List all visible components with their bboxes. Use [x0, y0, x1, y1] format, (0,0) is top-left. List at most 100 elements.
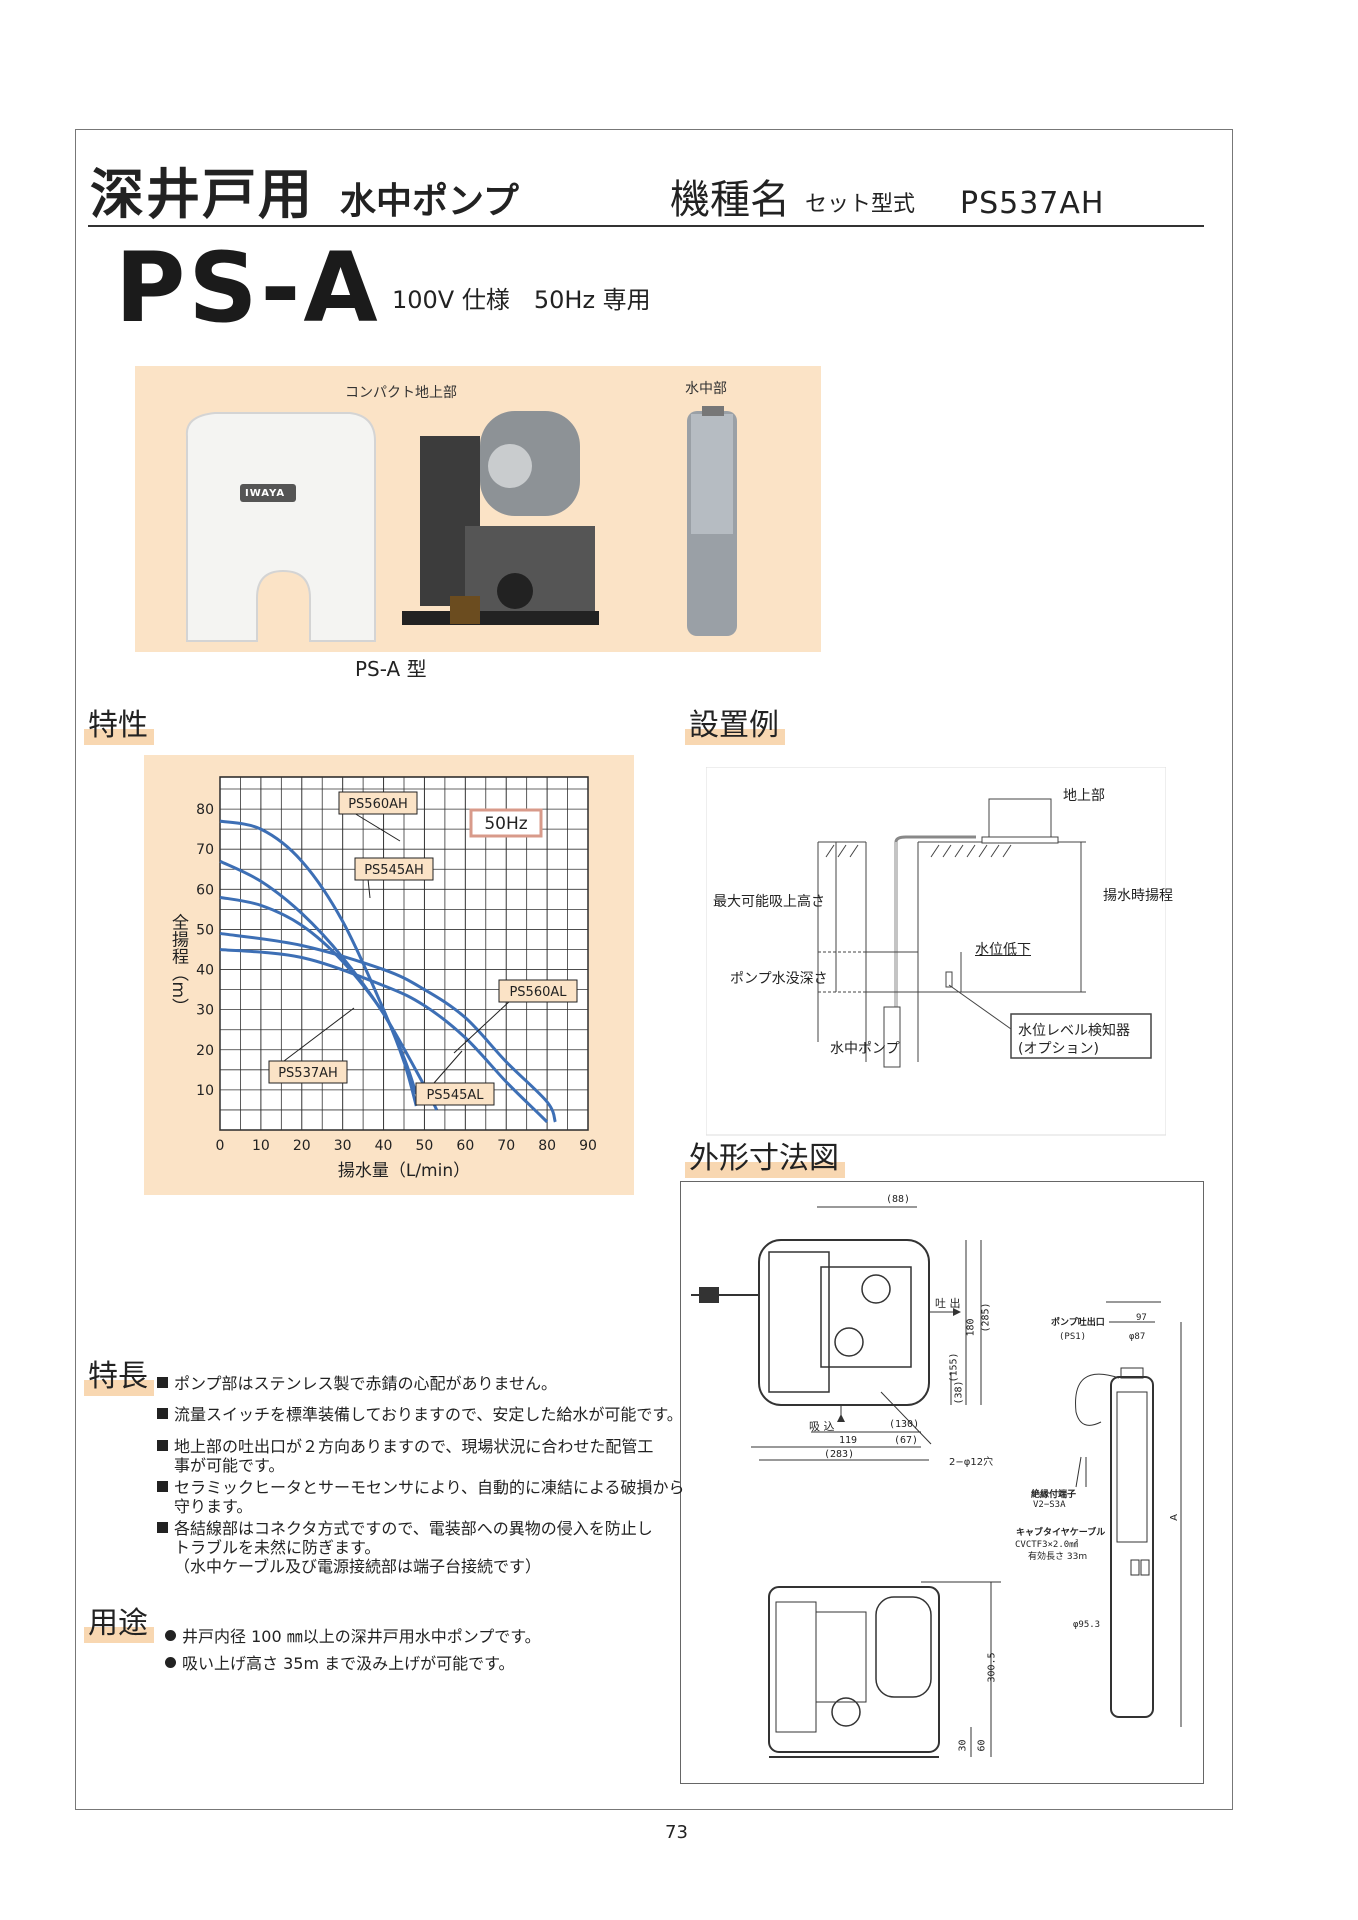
dim-discharge: 吐 出: [935, 1297, 961, 1310]
dim-cable: キャブタイヤケーブル: [1016, 1528, 1106, 1538]
x-tick-label: 40: [375, 1138, 393, 1154]
heading-characteristics: 特性: [84, 707, 154, 745]
dim-phi87: φ87: [1129, 1332, 1146, 1342]
dim-cable-length: 有効長さ 33m: [1028, 1552, 1088, 1562]
y-axis-label: 全揚程（m）: [168, 913, 189, 1015]
dim-67: (67): [894, 1435, 919, 1446]
heading-usage: 用途: [84, 1605, 154, 1643]
title-sub: 水中ポンプ: [340, 181, 519, 222]
series-name: PS-A: [115, 232, 381, 344]
x-tick-label: 0: [216, 1138, 225, 1154]
dim-suction: 吸 込: [809, 1420, 835, 1433]
x-tick-label: 60: [456, 1138, 474, 1154]
series-label: PS545AH: [364, 863, 424, 878]
model-code: PS537AH: [960, 186, 1105, 221]
label-pump-head: 揚水時揚程: [1103, 888, 1173, 904]
label-above-ground: コンパクト地上部: [345, 385, 457, 401]
dim-holes: 2−φ12穴: [949, 1457, 994, 1468]
model-label: 機種名: [670, 177, 790, 223]
x-axis-label: 揚水量（L/min）: [338, 1161, 470, 1181]
y-tick-label: 80: [196, 802, 214, 818]
series-label-box: [354, 857, 434, 881]
label-water-drop: 水位低下: [975, 942, 1031, 958]
feature-item: 各結線部はコネクタ方式ですので、電装部への異物の侵入を防止し: [157, 1519, 653, 1538]
chart-curves: [219, 819, 557, 1124]
series-label-box: [268, 1060, 348, 1084]
dim-terminal-code: V2−S3A: [1033, 1500, 1066, 1510]
x-tick-label: 80: [538, 1138, 556, 1154]
dim-180: 180: [965, 1318, 977, 1337]
series-label-leader: [283, 1007, 355, 1062]
page-number: 73: [665, 1822, 688, 1843]
dim-97: 97: [1136, 1313, 1147, 1323]
series-label-box: [415, 1082, 495, 1106]
installation-diagram: [706, 767, 1166, 1136]
label-submersible: 水中部: [685, 381, 727, 397]
usage-item: 吸い上げ高さ 35m まで汲み上げが可能です。: [165, 1654, 515, 1673]
dim-phi95-3: φ95.3: [1073, 1620, 1101, 1630]
series-label-leader: [353, 812, 401, 842]
feature-item: 地上部の吐出口が２方向ありますので、現場状況に合わせた配管工: [157, 1437, 653, 1456]
series-label: PS545AL: [426, 1088, 484, 1103]
dim-cable-spec: CVCTF3×2.0㎟: [1015, 1540, 1079, 1550]
dim-285: (285): [980, 1302, 992, 1333]
frequency-label: 50Hz: [484, 814, 527, 834]
y-tick-label: 20: [196, 1043, 214, 1059]
series-label-leader: [367, 878, 371, 899]
feature-item: ポンプ部はステンレス製で赤錆の心配がありません。: [157, 1374, 557, 1393]
series-label: PS560AH: [348, 797, 408, 812]
dim-155: (155): [948, 1352, 960, 1383]
frequency-badge: [469, 808, 543, 838]
series-label: PS560AL: [509, 985, 567, 1000]
brand-logo: IWAYA: [245, 488, 286, 499]
model-sub-label: セット型式: [805, 192, 916, 217]
spec-text: 100V 仕様 50Hz 専用: [392, 286, 651, 314]
series-label-box: [338, 791, 418, 815]
header-rule: [88, 225, 1204, 227]
x-tick-label: 20: [293, 1138, 311, 1154]
dim-terminal: 絶縁付端子: [1031, 1490, 1077, 1500]
dim-283: (283): [824, 1449, 855, 1460]
curve-ps537ah: [219, 895, 418, 1095]
photo-caption: PS-A 型: [355, 657, 427, 681]
feature-item-cont: 事が可能です。: [174, 1456, 285, 1475]
title-main: 深井戸用: [90, 163, 314, 226]
usage-item: 井戸内径 100 ㎜以上の深井戸用水中ポンプです。: [165, 1627, 541, 1646]
feature-item: セラミックヒータとサーモセンサにより、自動的に凍結による破損から: [157, 1478, 685, 1497]
y-tick-label: 50: [196, 922, 214, 938]
heading-features: 特長: [84, 1358, 154, 1396]
feature-item: 流量スイッチを標準装備しておりますので、安定した給水が可能です。: [157, 1405, 683, 1424]
dimension-illustration: [691, 1206, 1182, 1758]
y-tick-label: 10: [196, 1083, 214, 1099]
dim-30: 30: [957, 1739, 969, 1752]
x-tick-label: 50: [416, 1138, 434, 1154]
feature-item-cont: トラブルを未然に防ぎます。: [174, 1538, 381, 1557]
x-tick-label: 30: [334, 1138, 352, 1154]
series-label-leader: [453, 999, 512, 1054]
dim-pump-outlet: ポンプ吐出口: [1051, 1318, 1105, 1328]
series-label-leader: [433, 1050, 463, 1084]
label-level-sensor-option: (オプション): [1018, 1041, 1099, 1057]
dim-a: A: [1168, 1514, 1180, 1521]
label-level-sensor: 水位レベル検知器: [1018, 1023, 1130, 1039]
x-tick-label: 10: [252, 1138, 270, 1154]
curve-ps560al: [219, 931, 557, 1123]
dim-60: 60: [976, 1739, 988, 1752]
product-photo: コンパクト地上部 水中部 IWAYA: [135, 366, 821, 652]
dim-130: (130): [889, 1419, 920, 1430]
dimension-drawing: (88) 吐 出 吸 込 (155) 180 (285) (38) (130) …: [680, 1181, 1204, 1784]
label-above-ground-part: 地上部: [1063, 788, 1105, 804]
label-submersion-depth: ポンプ水没深さ: [730, 971, 828, 987]
label-max-suction: 最大可能吸上高さ: [713, 894, 825, 910]
product-illustration: [185, 406, 737, 642]
feature-item-cont: 守ります。: [174, 1497, 253, 1516]
series-label-box: [498, 979, 578, 1003]
label-pump: 水中ポンプ: [830, 1041, 900, 1057]
heading-dimensions: 外形寸法図: [685, 1140, 845, 1178]
x-tick-label: 70: [497, 1138, 515, 1154]
y-tick-label: 70: [196, 842, 214, 858]
dim-119: 119: [839, 1435, 858, 1446]
